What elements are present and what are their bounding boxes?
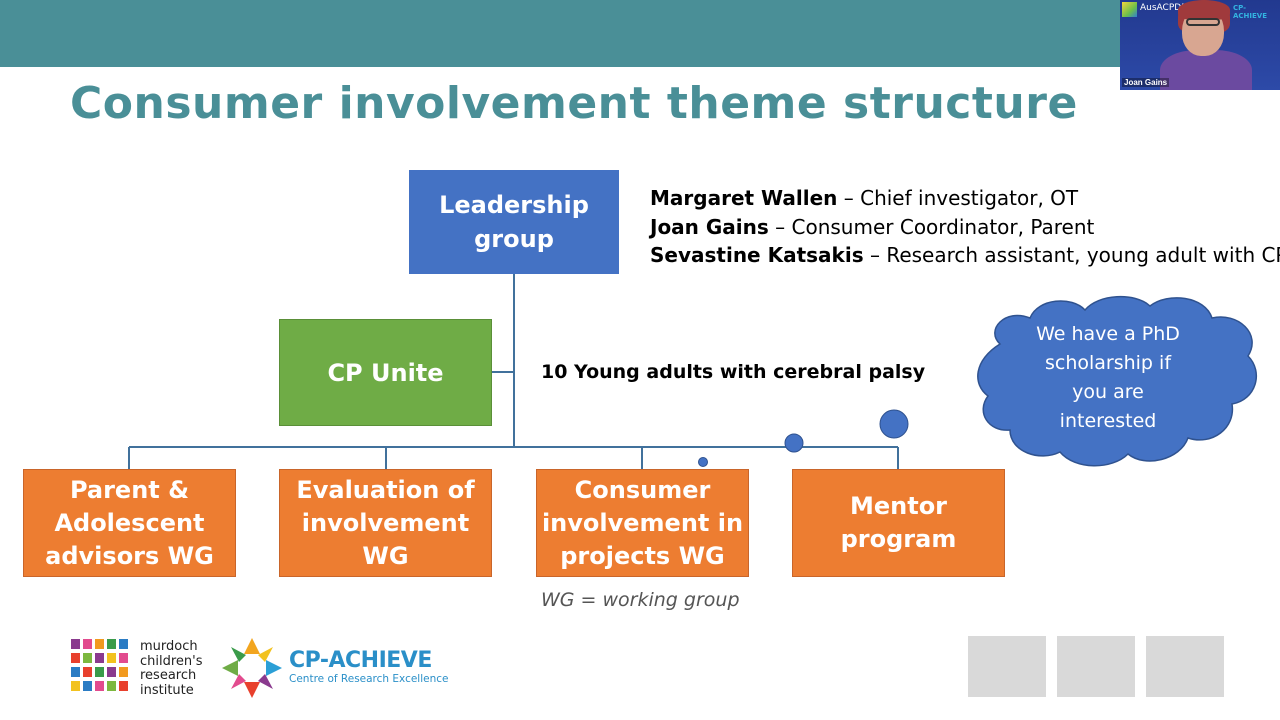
cp-unite-label: CP Unite xyxy=(327,358,444,387)
working-group-box-parent-adolescent: Parent & Adolescent advisors WG xyxy=(23,469,236,577)
placeholder-box-2 xyxy=(1057,636,1135,697)
video-org-label: AusACPDM xyxy=(1140,3,1189,13)
member-name: Sevastine Katsakis xyxy=(650,243,864,267)
cp-achieve-logo-icon xyxy=(222,638,282,698)
cloud-callout-text: We have a PhD scholarship if you are int… xyxy=(1036,323,1180,432)
participant-name: Joan Gains xyxy=(1122,78,1170,87)
placeholder-box-1 xyxy=(968,636,1046,697)
participant-hair-top xyxy=(1178,0,1230,20)
thought-bubble-small xyxy=(698,457,708,467)
working-group-label: Mentor program xyxy=(840,492,957,553)
wg-definition-note: WG = working group xyxy=(541,589,740,611)
leadership-group-box: Leadership group xyxy=(409,170,619,274)
working-group-box-consumer-projects: Consumer involvement in projects WG xyxy=(536,469,749,577)
slide-title: Consumer involvement theme structure xyxy=(70,78,1078,129)
video-thumbnail[interactable]: AusACPDM CP-ACHIEVE Joan Gains xyxy=(1120,0,1280,90)
header-bar xyxy=(0,0,1280,67)
participant-glasses xyxy=(1186,18,1220,26)
member-role: – Research assistant, young adult with C… xyxy=(863,243,1280,267)
member-row: Sevastine Katsakis – Research assistant,… xyxy=(650,241,1280,270)
member-row: Margaret Wallen – Chief investigator, OT xyxy=(650,184,1280,213)
leadership-members: Margaret Wallen – Chief investigator, OT… xyxy=(650,184,1280,270)
working-group-box-mentor: Mentor program xyxy=(792,469,1005,577)
member-row: Joan Gains – Consumer Coordinator, Paren… xyxy=(650,213,1280,242)
member-role: – Chief investigator, OT xyxy=(837,186,1079,210)
cp-unite-note: 10 Young adults with cerebral palsy xyxy=(541,361,926,383)
placeholder-box-3 xyxy=(1146,636,1224,697)
member-name: Margaret Wallen xyxy=(650,186,838,210)
member-name: Joan Gains xyxy=(650,214,769,239)
cp-unite-box: CP Unite xyxy=(279,319,492,426)
participant-body xyxy=(1160,50,1252,90)
mcri-logo-text: murdoch children's research institute xyxy=(140,639,203,698)
working-group-label: Evaluation of involvement WG xyxy=(296,475,475,570)
member-role: – Consumer Coordinator, Parent xyxy=(768,214,1095,239)
mcri-logo-icon xyxy=(71,639,128,691)
working-group-label: Parent & Adolescent advisors WG xyxy=(45,475,214,570)
thought-bubble-large xyxy=(879,409,909,439)
video-org-label-2: CP-ACHIEVE xyxy=(1233,4,1267,20)
ausacpdm-logo-icon xyxy=(1122,2,1137,17)
cp-achieve-logo-subtitle: Centre of Research Excellence xyxy=(289,673,449,685)
leadership-group-label: Leadership group xyxy=(439,191,589,253)
cloud-shape xyxy=(977,295,1258,467)
thought-bubble-medium xyxy=(784,433,804,453)
cp-achieve-logo-name: CP-ACHIEVE xyxy=(289,648,432,673)
working-group-label: Consumer involvement in projects WG xyxy=(541,475,744,570)
working-group-box-evaluation: Evaluation of involvement WG xyxy=(279,469,492,577)
